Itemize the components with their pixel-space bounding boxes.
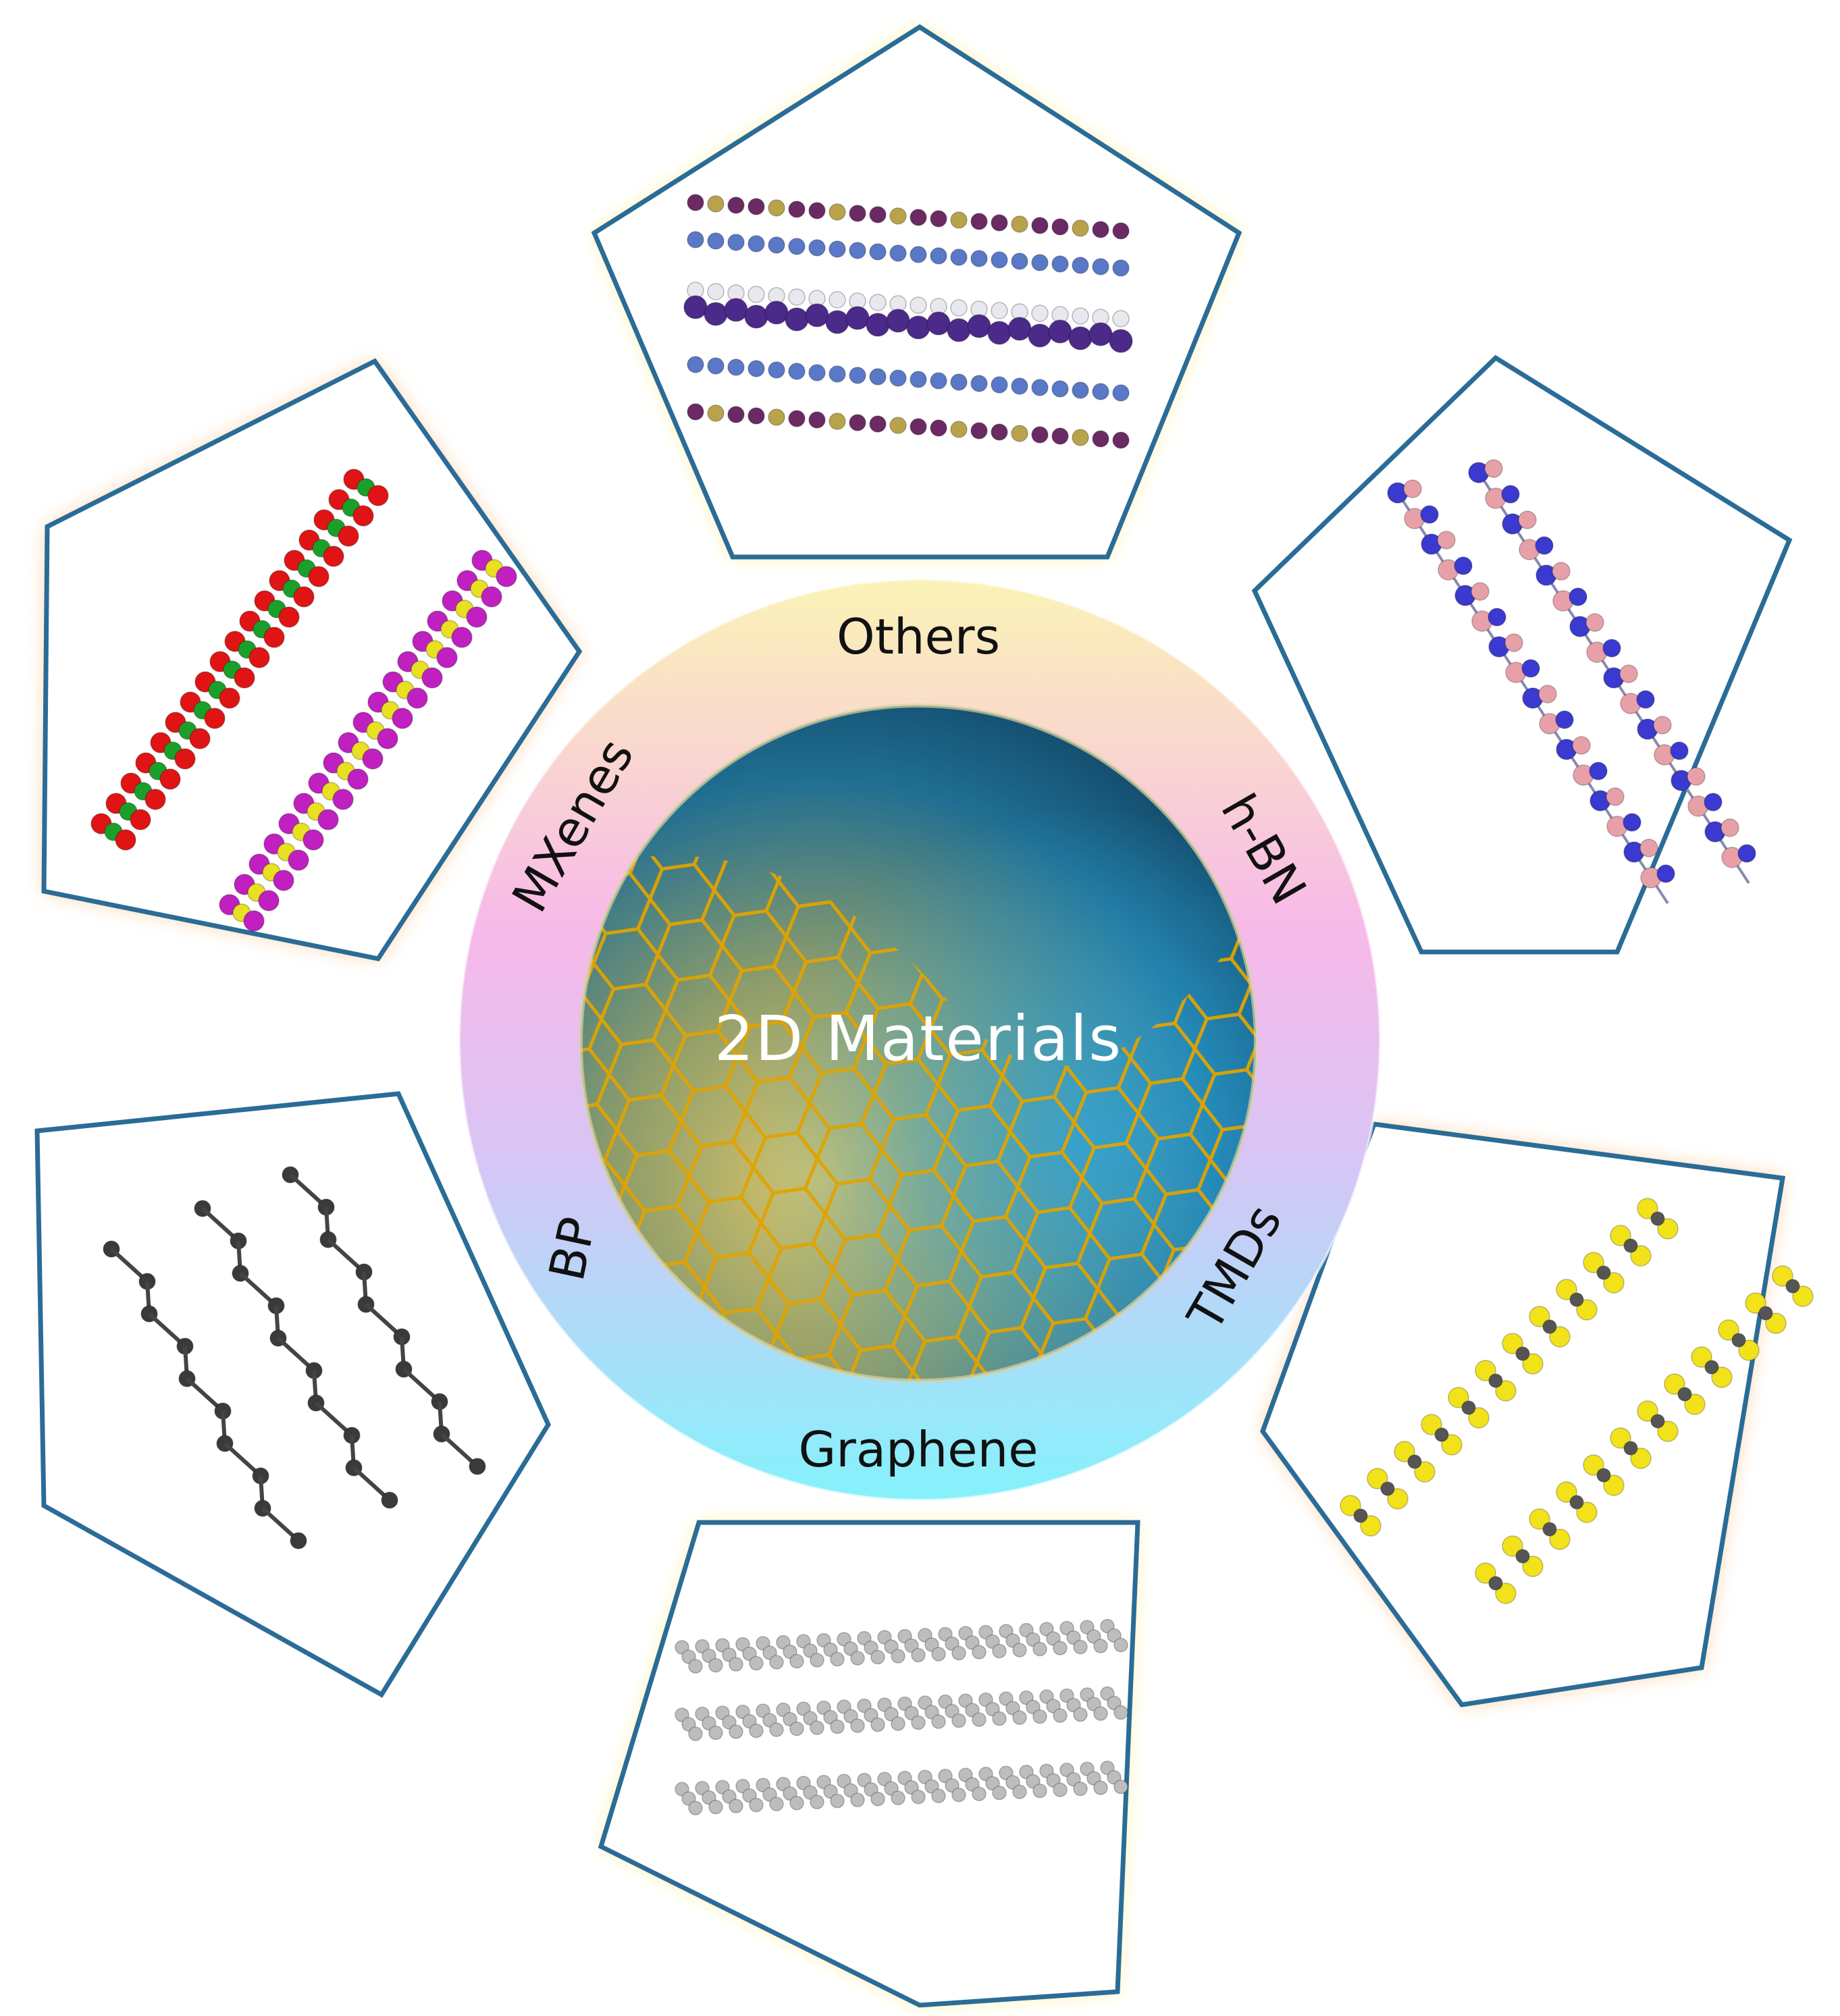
- black-phosphorus-icon: [103, 1166, 486, 1549]
- panel-bp: [34, 1091, 551, 1698]
- graphene-layers-icon: [675, 1618, 1128, 1815]
- panel-others: [591, 24, 1242, 560]
- graphene-sheet-icon: [581, 855, 1256, 1381]
- panel-mxenes: [41, 358, 583, 961]
- ring-label-others: Others: [837, 608, 1000, 665]
- ring-label-graphene: Graphene: [798, 1421, 1038, 1478]
- center-sphere: [579, 704, 1258, 1383]
- panel-tmds: [1260, 1121, 1814, 1707]
- layered-heterostructure-icon: [683, 194, 1133, 449]
- tmd-lattice-icon: [1340, 1198, 1814, 1604]
- mxene-lattice-icon: [90, 469, 517, 932]
- hbn-lattice-icon: [1387, 459, 1756, 905]
- panel-hbn: [1251, 354, 1793, 955]
- center-title: 2D Materials: [714, 1003, 1122, 1075]
- panel-graphene: [598, 1520, 1140, 2008]
- ring-label-bp: BP: [538, 1213, 606, 1285]
